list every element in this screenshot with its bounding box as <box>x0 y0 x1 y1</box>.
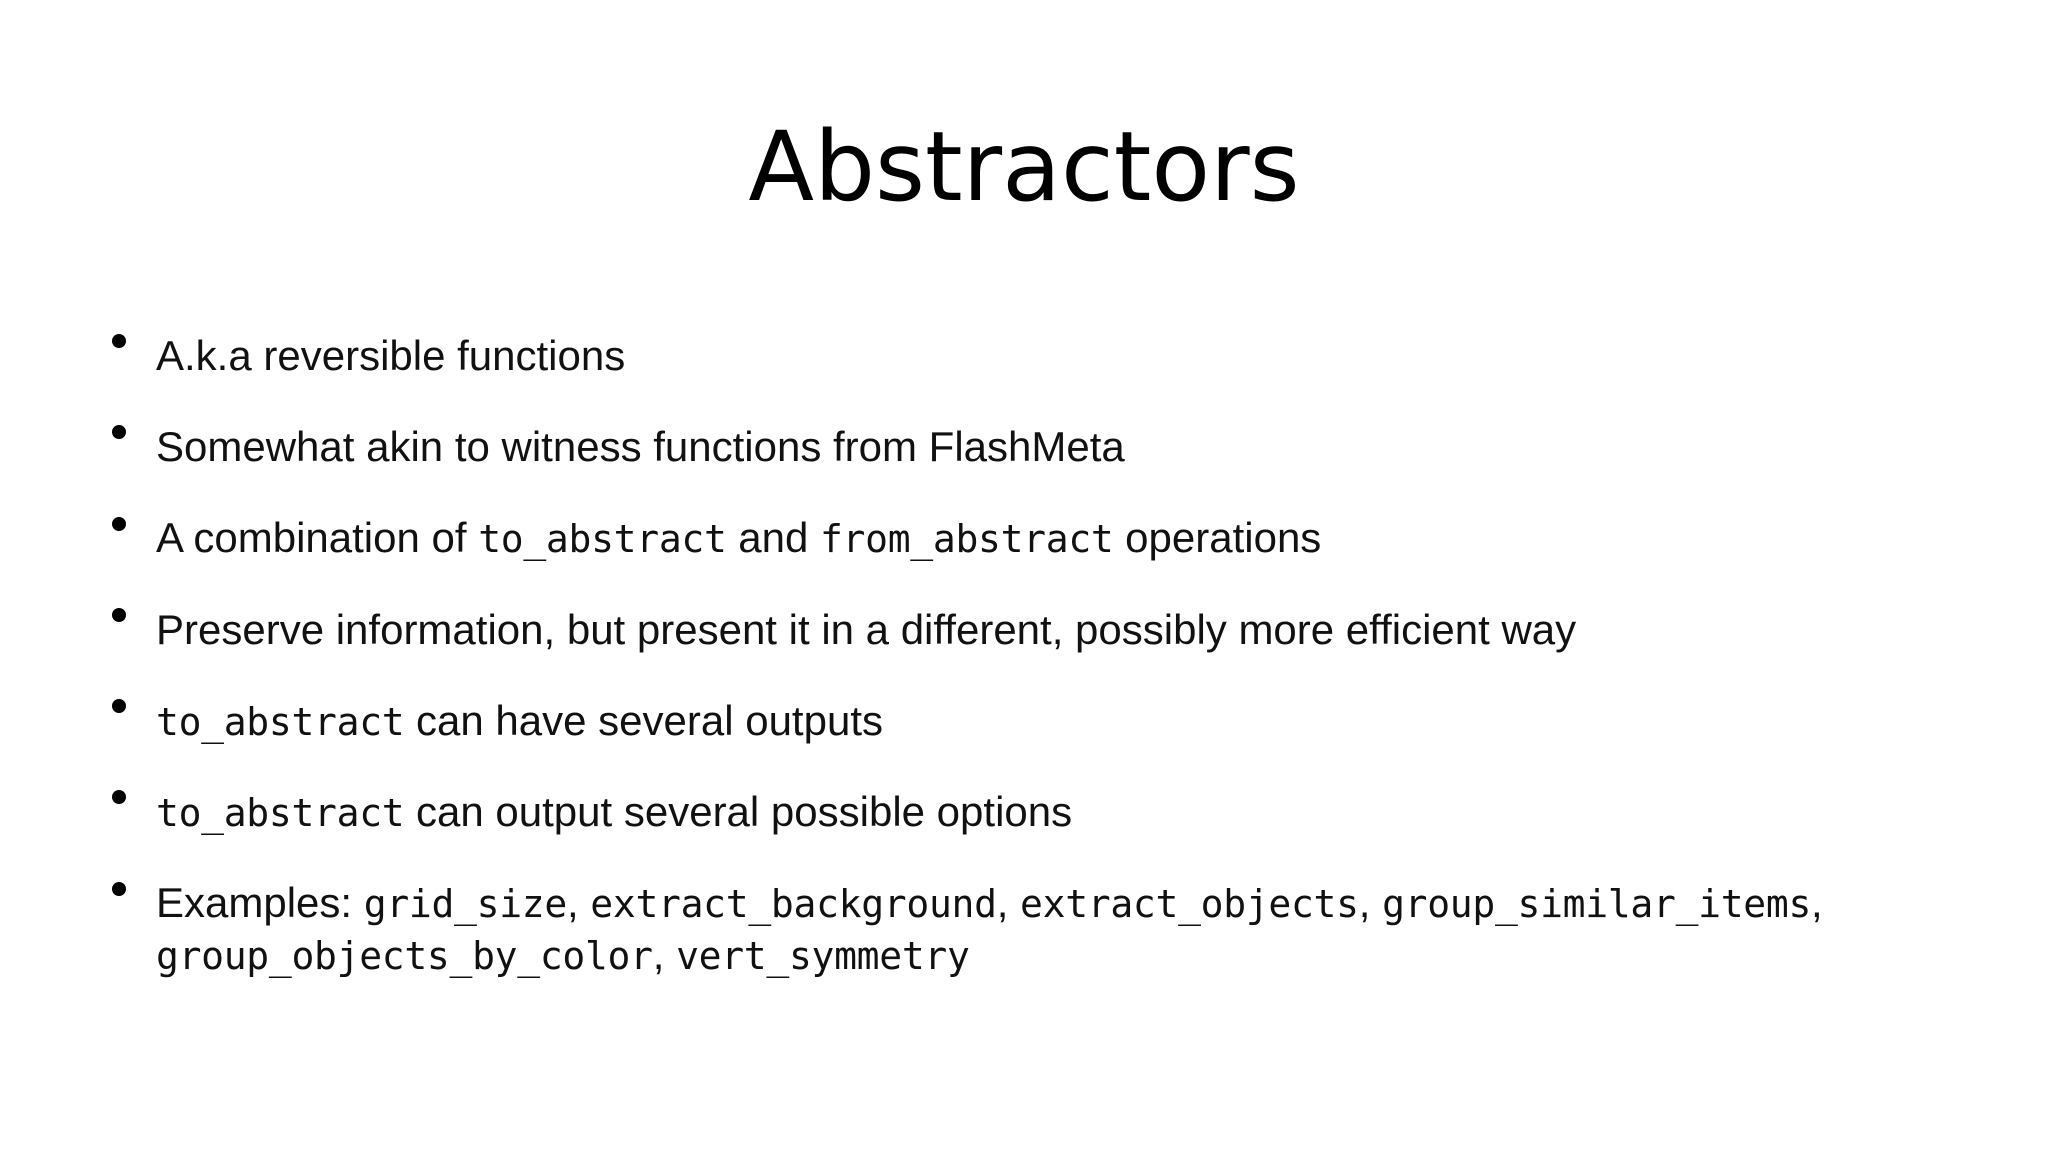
code-token: from_abstract <box>819 517 1114 562</box>
code-token: group_objects_by_color <box>156 933 653 978</box>
list-item-text: Somewhat akin to witness functions from … <box>156 421 1960 472</box>
bullet-disc-icon <box>112 881 126 896</box>
text-run: and <box>726 514 820 562</box>
text-run: operations <box>1113 514 1322 562</box>
code-token: group_similar_items <box>1382 882 1812 927</box>
list-item: to_abstract can have several outputs <box>100 695 1960 746</box>
code-token: to_abstract <box>156 699 405 744</box>
code-token: extract_objects <box>1020 882 1359 927</box>
bullet-disc-icon <box>112 516 126 531</box>
list-item-text: Examples: grid_size, extract_background,… <box>156 877 1960 979</box>
text-run: , <box>1811 879 1835 927</box>
list-item: Somewhat akin to witness functions from … <box>100 421 1960 472</box>
list-item-text: Preserve information, but present it in … <box>156 604 1960 655</box>
text-run: A combination of <box>156 514 479 562</box>
list-item-text: to_abstract can have several outputs <box>156 695 1960 746</box>
list-item: to_abstract can output several possible … <box>100 786 1960 837</box>
list-item: A combination of to_abstract and from_ab… <box>100 512 1960 563</box>
text-run: , <box>566 879 591 927</box>
text-run: , <box>1358 879 1383 927</box>
text-run: Preserve information, but present it in … <box>156 605 1577 653</box>
code-token: grid_size <box>363 882 568 927</box>
list-item: A.k.a reversible functions <box>100 330 1960 381</box>
list-item-text: to_abstract can output several possible … <box>156 786 1960 837</box>
code-token: extract_background <box>590 882 997 927</box>
bullet-disc-icon <box>112 425 126 440</box>
list-item: Preserve information, but present it in … <box>100 604 1960 655</box>
bullet-disc-icon <box>112 334 126 349</box>
text-run: Examples: <box>156 879 364 927</box>
list-item-text: A.k.a reversible functions <box>156 330 1960 381</box>
page-title: Abstractors <box>748 111 1300 224</box>
text-run: can output several possible options <box>404 788 1073 836</box>
code-token: to_abstract <box>478 517 727 562</box>
text-run: Somewhat akin to witness functions from … <box>156 423 1125 471</box>
code-token: vert_symmetry <box>676 933 970 978</box>
list-item: Examples: grid_size, extract_background,… <box>100 877 1960 979</box>
text-run: can have several outputs <box>404 696 883 744</box>
text-run: , <box>996 879 1021 927</box>
bullet-disc-icon <box>112 607 126 622</box>
list-item-text: A combination of to_abstract and from_ab… <box>156 512 1960 563</box>
text-run: A.k.a reversible functions <box>156 332 626 379</box>
code-token: to_abstract <box>156 791 405 836</box>
bullet-disc-icon <box>112 790 126 805</box>
bullet-disc-icon <box>112 699 126 714</box>
text-run: , <box>652 930 677 978</box>
